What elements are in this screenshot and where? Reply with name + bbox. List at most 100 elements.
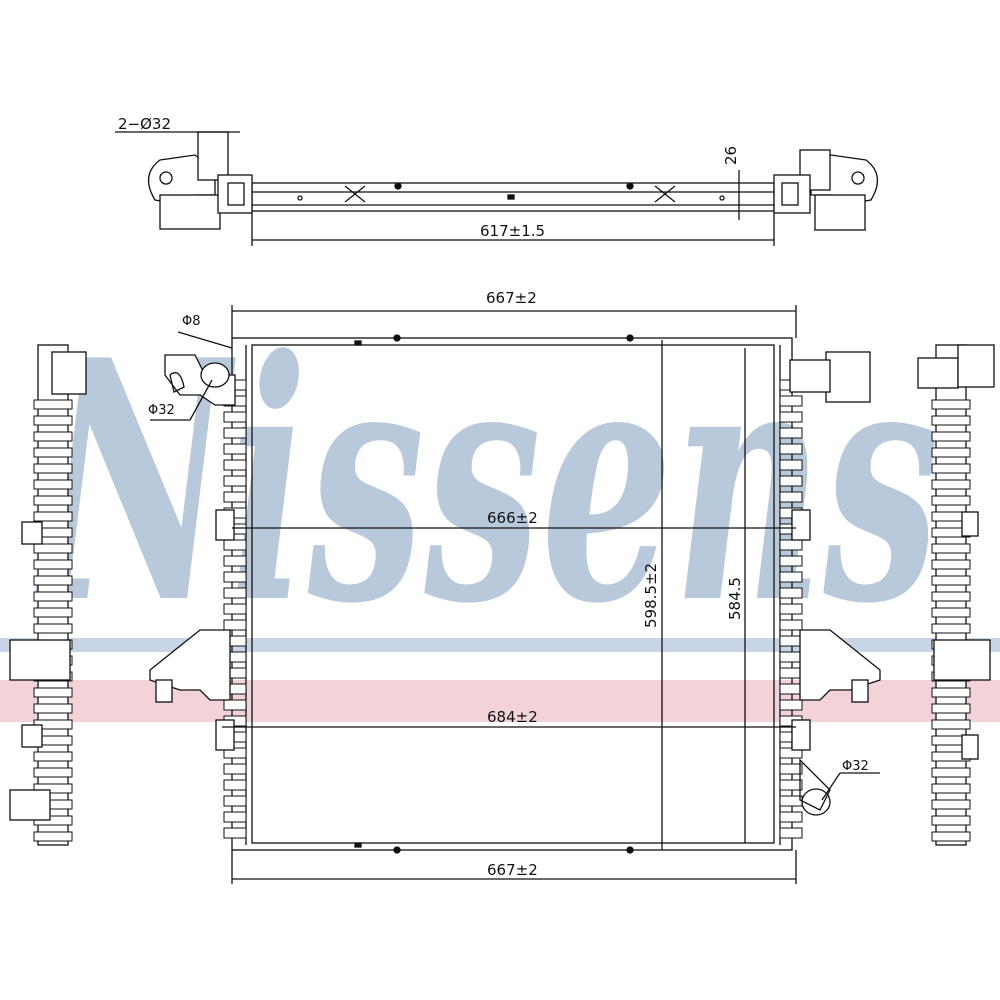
- right-side-rib: [931, 575, 971, 586]
- left-side-rib: [33, 703, 73, 714]
- left-tank-fins: [223, 379, 247, 839]
- left-side-bottom-block: [9, 789, 51, 821]
- right-tank-fin: [779, 587, 803, 599]
- top-view-left-hole: [159, 171, 173, 185]
- outlet-diameter-label: Φ32: [842, 759, 869, 774]
- top-view-left-inlet: [197, 131, 229, 181]
- left-side-rib: [33, 607, 73, 618]
- left-side-rib: [33, 511, 73, 522]
- left-tank-fin: [223, 491, 247, 503]
- top-view: [115, 131, 878, 246]
- right-side-rib: [931, 783, 971, 794]
- right-side-mid-block: [933, 639, 991, 681]
- right-side-view: [917, 344, 995, 846]
- left-tank-fin: [223, 459, 247, 471]
- right-tank-fin: [779, 795, 803, 807]
- left-side-rib: [33, 687, 73, 698]
- left-side-tab: [21, 521, 43, 545]
- right-tank-fin: [779, 619, 803, 631]
- right-side-rib: [931, 767, 971, 778]
- watermark-logo: Nissens: [34, 288, 940, 676]
- right-tank-fin: [779, 395, 803, 407]
- left-tank-fin: [223, 427, 247, 439]
- right-side-rib: [931, 447, 971, 458]
- left-tank-fin: [223, 555, 247, 567]
- right-side-tab-2: [961, 734, 979, 760]
- right-side-rib: [931, 687, 971, 698]
- front-view-outlet-housing: [825, 351, 871, 403]
- right-tank-fin: [779, 491, 803, 503]
- left-tank-fin: [223, 619, 247, 631]
- top-view-right-neck: [814, 194, 866, 231]
- top-view-left-connector: [217, 174, 253, 214]
- right-tank-fin: [779, 411, 803, 423]
- left-side-top-block: [51, 351, 87, 395]
- left-side-rib: [33, 399, 73, 410]
- front-view-right-tab-2: [791, 719, 811, 751]
- right-tank-fin: [779, 555, 803, 567]
- left-side-rib: [33, 575, 73, 586]
- top-view-left-plug: [227, 182, 245, 206]
- right-tank-fin: [779, 459, 803, 471]
- right-side-rib: [931, 815, 971, 826]
- leader-outlet-2: [821, 772, 841, 801]
- left-side-rib: [33, 831, 73, 842]
- left-side-rib: [33, 623, 73, 634]
- top-view-hole-label: 2−Ø32: [118, 115, 171, 133]
- right-tank-fin: [779, 651, 803, 663]
- watermark-blue-band: [0, 638, 1000, 652]
- right-tank-fin: [779, 811, 803, 823]
- front-view-pin-top-right: [626, 334, 634, 342]
- left-tank-fin: [223, 763, 247, 775]
- left-tank-fin: [223, 571, 247, 583]
- front-view-outlet-neck: [789, 359, 831, 393]
- left-tank-fin: [223, 603, 247, 615]
- left-side-rib: [33, 479, 73, 490]
- left-side-rib: [33, 543, 73, 554]
- left-tank-fin: [223, 443, 247, 455]
- left-side-mid-block: [9, 639, 71, 681]
- right-side-rib: [931, 543, 971, 554]
- right-tank-fins: [779, 379, 803, 839]
- right-tank-fin: [779, 635, 803, 647]
- top-view-right-connector: [773, 174, 811, 214]
- left-tank-fin: [223, 811, 247, 823]
- front-view-clip-bottom-left: [354, 842, 362, 848]
- front-view-inlet-port: [200, 362, 230, 388]
- front-view-left-tab: [215, 509, 235, 541]
- front-view-core: [251, 344, 775, 844]
- left-side-rib: [33, 431, 73, 442]
- right-tank-fin: [779, 539, 803, 551]
- left-side-rib: [33, 591, 73, 602]
- right-side-rib: [931, 559, 971, 570]
- left-tank-fin: [223, 699, 247, 711]
- front-view-right-tab: [791, 509, 811, 541]
- right-tank-fin: [779, 827, 803, 839]
- front-view-pin-bottom-left: [393, 846, 401, 854]
- right-side-top-block: [917, 357, 959, 389]
- left-side-rib: [33, 463, 73, 474]
- right-tank-fin: [779, 571, 803, 583]
- front-view-drain-neck: [799, 758, 831, 811]
- top-view-depth-label: 26: [722, 146, 740, 165]
- dim-core-width-upper-label: 666±2: [487, 509, 538, 527]
- left-tank-fin: [223, 795, 247, 807]
- front-view-clip-top-left: [354, 340, 362, 346]
- left-tank-fin: [223, 475, 247, 487]
- dim-overall-height-label: 598.5±2: [642, 563, 660, 628]
- right-tank-fin: [779, 667, 803, 679]
- front-view-inlet-lip: [169, 372, 185, 393]
- dim-core-width-lower-label: 684±2: [487, 708, 538, 726]
- top-view-right-plug: [781, 182, 799, 206]
- right-tank-fin: [779, 475, 803, 487]
- top-view-chevron-2: [654, 185, 676, 203]
- dim-bottom-width-label: 667±2: [487, 861, 538, 879]
- leader-inlet-2: [189, 379, 213, 421]
- front-view-pin-top-left: [393, 334, 401, 342]
- right-side-tab: [961, 511, 979, 537]
- front-view-left-tab-2: [215, 719, 235, 751]
- left-tank-fin: [223, 747, 247, 759]
- right-side-rib: [931, 479, 971, 490]
- inlet-diameter-label: Φ32: [148, 403, 175, 418]
